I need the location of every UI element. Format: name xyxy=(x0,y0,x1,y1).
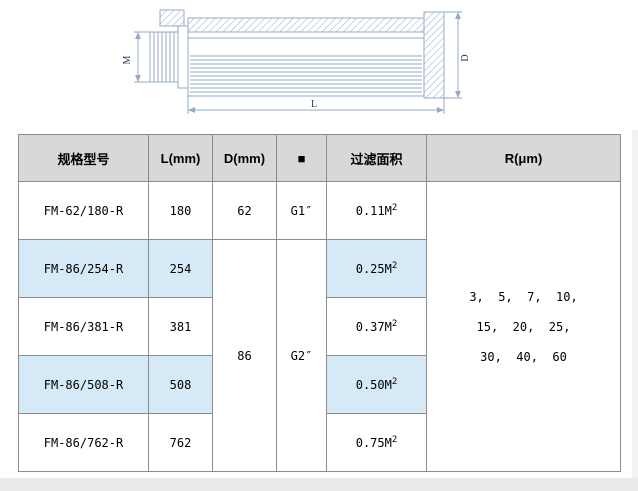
cell-l: 180 xyxy=(148,181,213,240)
r-values-line: 3, 5, 7, 10, xyxy=(469,289,578,304)
spec-table: 规格型号 L(mm) D(mm) ■ 过滤面积 R(μm) FM-62/180-… xyxy=(18,134,621,472)
cell-l: 254 xyxy=(148,239,213,298)
header-d: D(mm) xyxy=(212,134,277,182)
cell-l: 508 xyxy=(148,355,213,414)
cell-d-merged: 86 xyxy=(212,239,277,472)
cell-area: 0.37M2 xyxy=(326,297,427,356)
dim-label-m: M xyxy=(122,55,133,64)
table-row: FM-86/762-R 762 0.75M2 xyxy=(18,413,621,472)
cell-area: 0.11M2 xyxy=(326,181,427,240)
page-edge-bottom xyxy=(0,478,638,491)
cell-port: G1″ xyxy=(276,181,327,240)
header-row: 规格型号 L(mm) D(mm) ■ 过滤面积 R(μm) xyxy=(18,134,621,182)
header-model: 规格型号 xyxy=(18,134,149,182)
cell-model: FM-86/762-R xyxy=(18,413,149,472)
cell-l: 381 xyxy=(148,297,213,356)
cartridge-diagram: M D L xyxy=(122,9,471,114)
table-row: FM-86/381-R 381 0.37M2 xyxy=(18,297,621,356)
table-row: FM-86/254-R 254 86 G2″ 0.25M2 xyxy=(18,239,621,472)
cell-d: 62 xyxy=(212,181,277,240)
header-area: 过滤面积 xyxy=(326,134,427,182)
cell-port-merged: G2″ xyxy=(276,239,327,472)
cell-area: 0.25M2 xyxy=(326,239,427,298)
cell-area: 0.75M2 xyxy=(326,413,427,472)
header-port: ■ xyxy=(276,134,327,182)
cell-l: 762 xyxy=(148,413,213,472)
cell-model: FM-86/254-R xyxy=(18,239,149,298)
cell-r-values: 3, 5, 7, 10, 15, 20, 25, 30, 40, 60 xyxy=(426,181,621,472)
cell-model: FM-86/381-R xyxy=(18,297,149,356)
dim-label-l: L xyxy=(311,99,317,110)
dim-label-d: D xyxy=(460,54,471,61)
filter-cartridge-drawing: M D L xyxy=(0,0,638,130)
table-row: FM-62/180-R 180 62 G1″ 0.11M2 3, 5, 7, 1… xyxy=(18,181,621,472)
cell-model: FM-62/180-R xyxy=(18,181,149,240)
cell-area: 0.50M2 xyxy=(326,355,427,414)
header-r: R(μm) xyxy=(426,134,621,182)
r-values-line: 15, 20, 25, xyxy=(476,319,571,334)
header-l: L(mm) xyxy=(148,134,213,182)
cell-model: FM-86/508-R xyxy=(18,355,149,414)
page-edge-right xyxy=(632,130,638,478)
r-values-line: 30, 40, 60 xyxy=(480,349,567,364)
